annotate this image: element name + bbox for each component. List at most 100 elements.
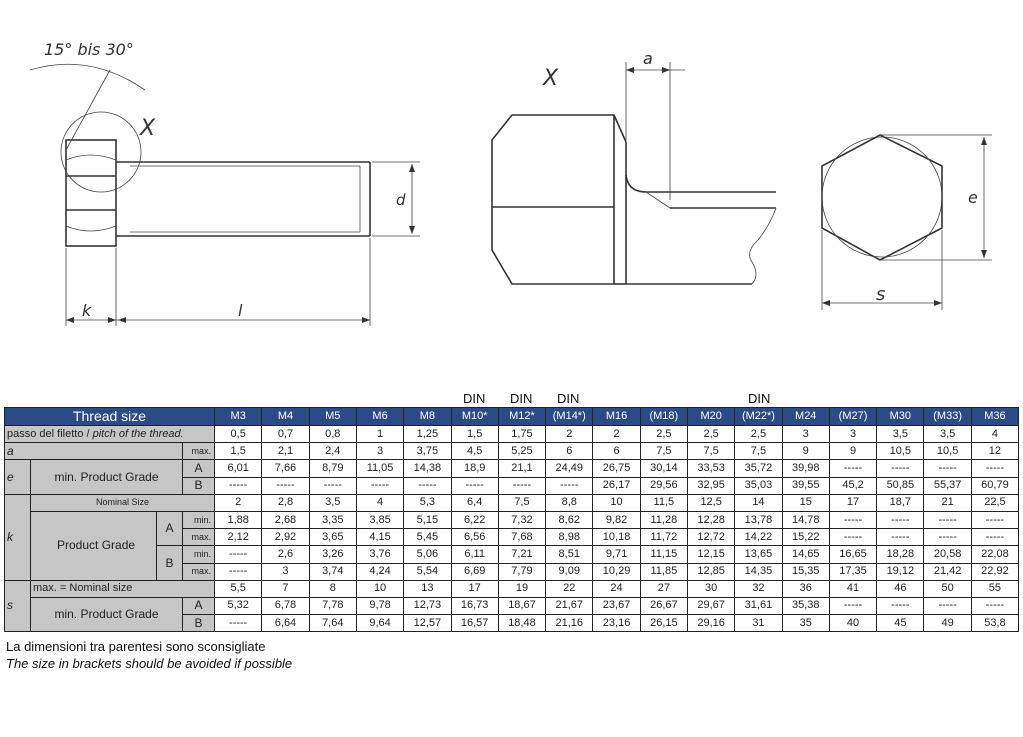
value-cell: 0,7 bbox=[261, 424, 310, 444]
value-cell: 21,16 bbox=[545, 614, 594, 633]
thread-size-label: Thread size bbox=[3, 407, 216, 426]
value-cell: 23,67 bbox=[592, 596, 641, 616]
value-cell: 4,24 bbox=[355, 562, 405, 581]
value-cell: 14,65 bbox=[781, 545, 830, 564]
value-cell: 11,05 bbox=[355, 459, 405, 478]
value-cell: 19 bbox=[497, 579, 547, 598]
value-cell: 29,16 bbox=[686, 614, 736, 633]
k-a-max-label: max. bbox=[181, 528, 216, 547]
detail-x-title: X bbox=[542, 66, 559, 91]
k-grade-b: B bbox=[156, 545, 183, 581]
value-cell: 24,49 bbox=[545, 459, 594, 478]
value-cell: 9,09 bbox=[545, 562, 594, 581]
value-cell: 16,57 bbox=[450, 614, 499, 633]
value-cell: 3,85 bbox=[355, 510, 405, 530]
value-cell: 9 bbox=[781, 442, 830, 461]
size-cell: (M33) bbox=[923, 407, 972, 426]
hex-end-view: e s bbox=[821, 134, 992, 310]
technical-drawings: 15° bis 30° X d k l X a bbox=[29, 40, 992, 326]
value-cell: 7,5 bbox=[734, 442, 783, 461]
value-cell: 13,78 bbox=[734, 510, 783, 530]
value-cell: ----- bbox=[828, 510, 878, 530]
value-cell: 2,5 bbox=[639, 424, 689, 444]
value-cell: 20,58 bbox=[923, 545, 972, 564]
dim-e-label: e bbox=[968, 188, 978, 207]
value-cell: 5,32 bbox=[214, 596, 263, 616]
dim-l-label: l bbox=[238, 301, 243, 320]
value-cell: 22 bbox=[545, 579, 594, 598]
value-cell: 6,22 bbox=[450, 510, 499, 530]
value-cell: ----- bbox=[497, 476, 547, 495]
value-cell: 12,85 bbox=[686, 562, 736, 581]
value-cell: 10,5 bbox=[876, 442, 925, 461]
value-cell: 35,38 bbox=[781, 596, 830, 616]
value-cell: 12,72 bbox=[686, 528, 736, 547]
k-grade-label: Product Grade bbox=[30, 510, 157, 581]
value-cell: 9,78 bbox=[355, 596, 405, 616]
value-cell: 19,12 bbox=[876, 562, 925, 581]
value-cell: ----- bbox=[261, 476, 310, 495]
value-cell: 2,68 bbox=[261, 510, 310, 530]
value-cell: 18,7 bbox=[876, 493, 925, 512]
value-cell: 12,15 bbox=[686, 545, 736, 564]
value-cell: 60,79 bbox=[970, 476, 1020, 495]
value-cell: 15,22 bbox=[781, 528, 830, 547]
value-cell: 3,5 bbox=[876, 424, 925, 444]
size-cell: M5 bbox=[308, 407, 357, 426]
value-cell: 8,62 bbox=[545, 510, 594, 530]
value-cell: 14,78 bbox=[781, 510, 830, 530]
value-cell: 6,69 bbox=[450, 562, 499, 581]
value-cell: 6,64 bbox=[261, 614, 310, 633]
value-cell: 5,5 bbox=[214, 579, 263, 598]
value-cell: ----- bbox=[970, 596, 1020, 616]
value-cell: 9,64 bbox=[355, 614, 405, 633]
value-cell: 11,28 bbox=[639, 510, 689, 530]
value-cell: 7,5 bbox=[686, 442, 736, 461]
din-label-m10: DIN bbox=[463, 391, 486, 406]
value-cell: 12,73 bbox=[403, 596, 452, 616]
value-cell: 3 bbox=[781, 424, 830, 444]
e-b-row: B --------------------------------------… bbox=[5, 476, 1020, 495]
value-cell: 50 bbox=[923, 579, 972, 598]
value-cell: 53,8 bbox=[970, 614, 1020, 633]
value-cell: 49 bbox=[923, 614, 972, 633]
s-grade-a: A bbox=[181, 596, 216, 616]
value-cell: 30 bbox=[686, 579, 736, 598]
value-cell: 26,75 bbox=[592, 459, 641, 478]
value-cell: 2 bbox=[545, 424, 594, 444]
size-cell: M16 bbox=[592, 407, 641, 426]
value-cell: 7 bbox=[261, 579, 310, 598]
value-cell: 12,57 bbox=[403, 614, 452, 633]
a-symbol: a bbox=[4, 442, 183, 461]
value-cell: 3,35 bbox=[308, 510, 357, 530]
value-cell: 7,5 bbox=[639, 442, 689, 461]
value-cell: ----- bbox=[828, 459, 878, 478]
value-cell: 55,37 bbox=[923, 476, 972, 495]
value-cell: 6,11 bbox=[450, 545, 499, 564]
value-cell: 41 bbox=[828, 579, 878, 598]
value-cell: 12 bbox=[970, 442, 1020, 461]
value-cell: 7,5 bbox=[497, 493, 547, 512]
value-cell: 45,2 bbox=[828, 476, 878, 495]
value-cell: ----- bbox=[876, 528, 925, 547]
value-cell: 5,54 bbox=[403, 562, 452, 581]
size-cell: M36 bbox=[970, 407, 1020, 426]
value-cell: 7,78 bbox=[308, 596, 357, 616]
value-cell: 6,4 bbox=[450, 493, 499, 512]
value-cell: 23,16 bbox=[592, 614, 641, 633]
dim-k-label: k bbox=[82, 301, 92, 320]
value-cell: 3,5 bbox=[923, 424, 972, 444]
value-cell: 26,67 bbox=[639, 596, 689, 616]
k-b-max-label: max. bbox=[181, 562, 216, 581]
value-cell: 21,42 bbox=[923, 562, 972, 581]
e-grade-b: B bbox=[181, 476, 216, 495]
value-cell: 32,95 bbox=[686, 476, 736, 495]
